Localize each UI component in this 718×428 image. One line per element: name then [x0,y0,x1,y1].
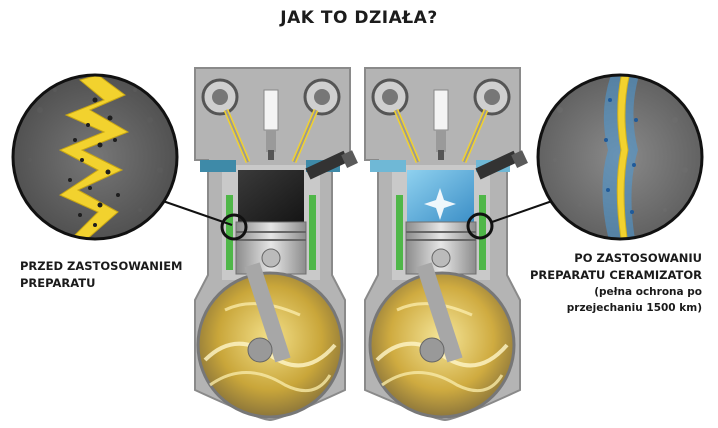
cylinder-wall-left-after [396,195,403,270]
zoom-spot-before [220,213,248,241]
label-after-note2: przejechaniu 1500 km) [566,302,702,314]
label-after: PO ZASTOSOWANIU PREPARATU CERAMIZATOR (p… [530,250,702,316]
cylinder-wall-right [309,195,316,270]
valve-right-after-icon [461,78,511,163]
oil-crankcase-before [196,262,344,419]
engine-before [194,67,358,422]
label-before-line2: PREPARATU [20,276,96,290]
injector-icon [305,150,358,180]
injector-after-icon [475,150,528,180]
zoom-spot-after [466,212,494,240]
valve-left-after-icon [371,78,421,163]
label-before: PRZED ZASTOSOWANIEM PREPARATU [20,258,183,292]
spark-plug-after-icon [433,89,449,160]
engine-after [364,67,528,422]
magnifier-before [11,73,248,241]
magnifier-after [466,73,704,241]
label-before-line1: PRZED ZASTOSOWANIEM [20,259,183,273]
oil-crankcase-after [368,262,516,419]
sparkle-icon [424,188,456,220]
spark-plug-icon [263,89,279,160]
cylinder-wall-right-after [479,195,486,270]
piston-before [235,221,307,275]
soot-deposit [238,170,304,222]
valve-left-icon [201,78,251,163]
page-title: JAK TO DZIAŁA? [280,8,438,28]
label-after-line2: PREPARATU CERAMIZATOR [529,268,702,282]
rough-surface-crack [58,75,130,239]
cylinder-wall-left [226,195,233,270]
smooth-surface-crack [616,75,631,239]
label-after-note1: (pełna ochrona po [594,286,702,298]
label-after-line1: PO ZASTOSOWANIU [574,251,702,265]
piston-after [405,221,477,275]
valve-right-icon [291,78,341,163]
